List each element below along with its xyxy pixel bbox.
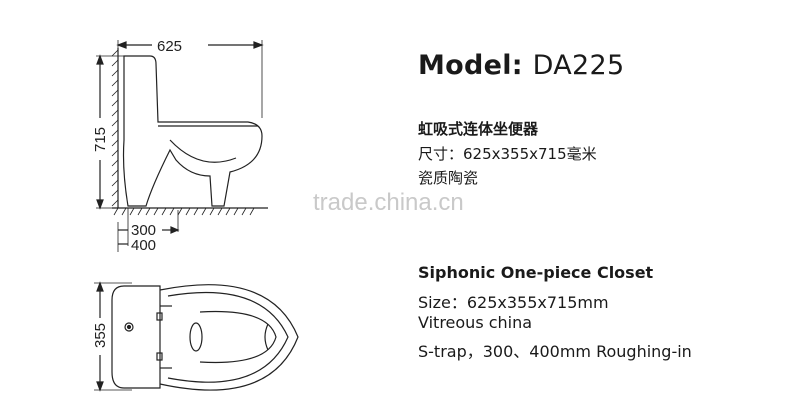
watermark: trade.china.cn [313,189,464,216]
dim-depth-label: 355 [92,323,109,348]
top-view [94,281,299,392]
english-size: Size：625x355x715mm [418,293,609,312]
floor-hatch [113,207,255,216]
english-trap-spec: S-trap，300、400mm Roughing-in [418,342,692,361]
dim-height-label: 715 [92,127,109,152]
english-material: Vitreous china [418,313,533,332]
dim-roughin-300-label: 300 [131,222,156,239]
model-label: Model: [418,50,523,81]
chinese-size: 尺寸：625x355x715毫米 [418,145,597,163]
english-product-title: Siphonic One-piece Closet [418,263,654,282]
chinese-material: 瓷质陶瓷 [418,169,479,187]
side-view [96,40,268,252]
wall-hatch [111,49,119,207]
dim-roughin-400-label: 400 [131,237,156,254]
model-heading: Model: DA225 [418,50,624,81]
dim-width-label: 625 [157,38,182,55]
model-number: DA225 [532,50,625,81]
chinese-product-title: 虹吸式连体坐便器 [418,120,539,138]
